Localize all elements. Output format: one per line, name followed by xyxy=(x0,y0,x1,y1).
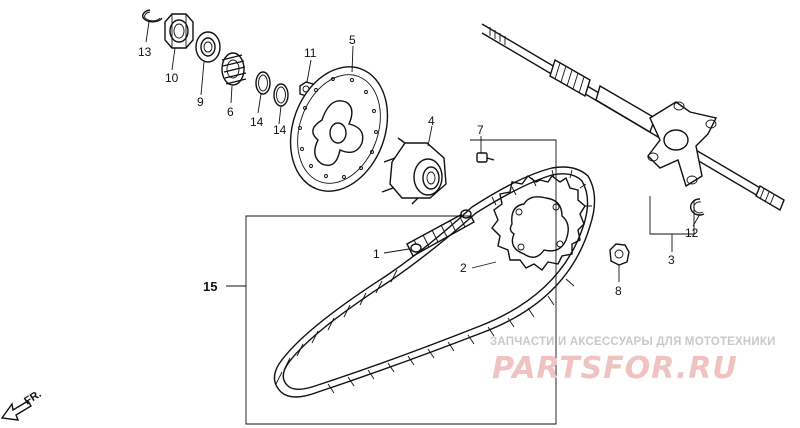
callout-15: 15 xyxy=(203,279,217,294)
part-7-bolt xyxy=(476,152,495,163)
callout-2: 2 xyxy=(460,261,467,275)
part-3-axle xyxy=(481,23,785,212)
part-8-nut xyxy=(609,243,630,266)
part-10-nut xyxy=(164,13,194,49)
part-3-flange xyxy=(647,101,718,188)
assembly-bracket-3 xyxy=(649,196,695,252)
callout-8: 8 xyxy=(615,284,622,298)
part-4-hub xyxy=(381,137,447,205)
part-1-chain-joint xyxy=(406,209,475,257)
part-15-drive-chain xyxy=(273,166,596,398)
part-12-snap-ring xyxy=(689,198,705,216)
callout-10: 10 xyxy=(165,71,179,85)
front-direction-marker: FR. xyxy=(0,388,44,421)
leader-lines xyxy=(145,21,701,282)
part-6-collar xyxy=(221,52,247,86)
callout-1: 1 xyxy=(373,247,380,261)
part-14-rings xyxy=(255,71,289,107)
callout-3: 3 xyxy=(668,253,675,267)
callout-5: 5 xyxy=(349,33,356,47)
callout-7: 7 xyxy=(477,123,484,137)
part-5-brake-disc xyxy=(289,66,389,192)
watermark-tagline: ЗАПЧАСТИ И АКСЕССУАРЫ ДЛЯ МОТОТЕХНИКИ xyxy=(490,336,776,348)
watermark-brand: PARTSFOR.RU xyxy=(492,351,738,386)
part-9-bearing xyxy=(195,31,221,63)
assembly-bracket-15 xyxy=(226,139,557,425)
callout-6: 6 xyxy=(227,105,234,119)
callout-11: 11 xyxy=(304,46,317,60)
callout-4: 4 xyxy=(428,114,435,128)
part-2-sprocket xyxy=(491,174,586,271)
front-arrow-icon xyxy=(0,400,32,421)
part-13-circlip xyxy=(142,9,163,23)
callout-14-b: 14 xyxy=(273,123,287,137)
watermark: ЗАПЧАСТИ И АКСЕССУАРЫ ДЛЯ МОТОТЕХНИКИ PA… xyxy=(490,336,776,386)
callout-labels: 13 10 9 6 14 14 11 5 4 7 1 2 15 8 12 3 xyxy=(138,33,699,298)
callout-9: 9 xyxy=(197,95,204,109)
callout-14-a: 14 xyxy=(250,115,264,129)
callout-13: 13 xyxy=(138,45,152,59)
callout-12: 12 xyxy=(685,226,699,240)
